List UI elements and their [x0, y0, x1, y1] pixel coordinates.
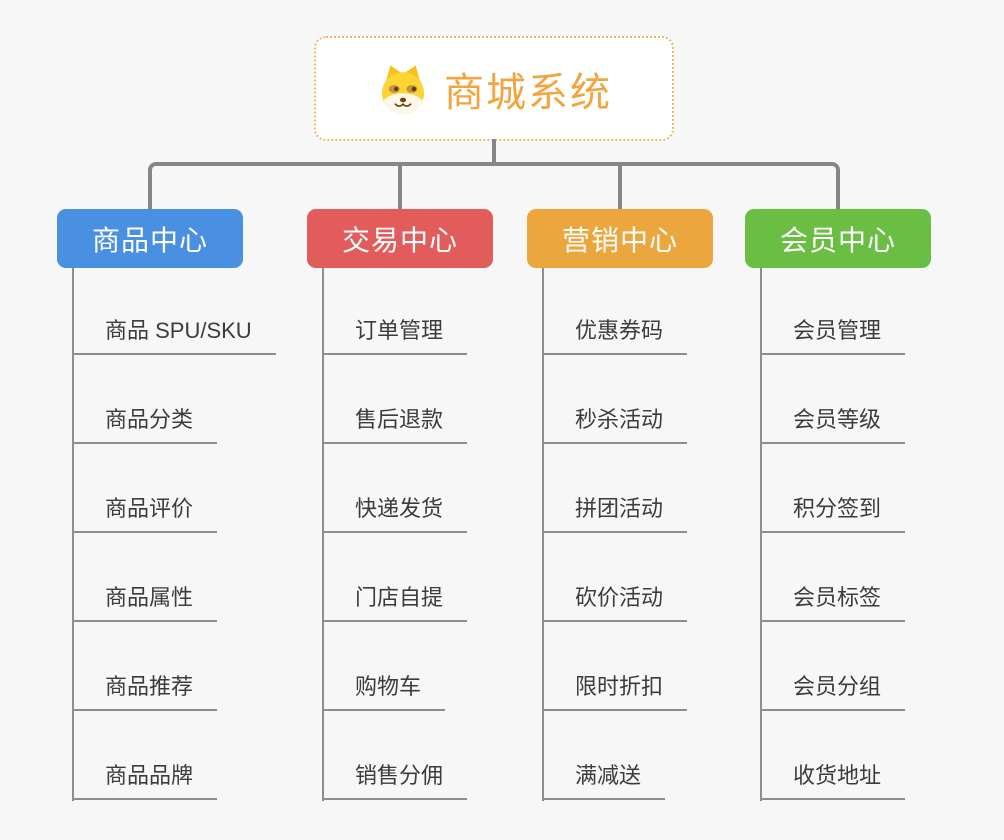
branch-node[interactable]: 商品中心	[57, 209, 243, 268]
branch-item-label: 商品分类	[73, 402, 218, 444]
branch-item-label: 满减送	[543, 758, 666, 800]
branch-item-label: 砍价活动	[543, 580, 688, 622]
branch-item[interactable]: 会员分组	[761, 622, 906, 711]
branch-items: 商品 SPU/SKU 商品分类商品评价商品属性商品推荐商品品牌	[73, 266, 276, 800]
branch-item[interactable]: 收货地址	[761, 711, 906, 800]
branch-item[interactable]: 拼团活动	[543, 444, 688, 533]
connector-horizontal	[160, 162, 828, 166]
branch-item-label: 商品属性	[73, 580, 218, 622]
branch-item[interactable]: 秒杀活动	[543, 355, 688, 444]
branch-items: 订单管理售后退款快递发货门店自提购物车销售分佣	[323, 266, 468, 800]
branch-item-label: 商品 SPU/SKU	[73, 313, 276, 355]
branch-item[interactable]: 优惠券码	[543, 266, 688, 355]
branch-item[interactable]: 商品 SPU/SKU	[73, 266, 276, 355]
connector-root-drop	[492, 139, 496, 166]
branch-item[interactable]: 购物车	[323, 622, 467, 711]
branch-label: 营销中心	[561, 224, 678, 256]
branch-item-label: 商品评价	[73, 491, 218, 533]
branch-item[interactable]: 售后退款	[323, 355, 468, 444]
branch-trunk-line	[322, 268, 324, 801]
branch-item[interactable]: 会员标签	[761, 533, 906, 622]
branch-item-label: 门店自提	[323, 580, 468, 622]
branch-item[interactable]: 商品品牌	[73, 711, 276, 800]
branch-items: 优惠券码秒杀活动拼团活动砍价活动限时折扣满减送	[543, 266, 688, 800]
branch-item-label: 优惠券码	[543, 313, 688, 355]
connector-elbow-right	[816, 162, 840, 210]
branch-item[interactable]: 积分签到	[761, 444, 906, 533]
branch-item-label: 积分签到	[761, 491, 906, 533]
branch-item-label: 商品推荐	[73, 669, 218, 711]
branch-item-label: 会员管理	[761, 313, 906, 355]
branch-item-label: 会员分组	[761, 669, 906, 711]
branch-item-label: 购物车	[323, 669, 446, 711]
connector-elbow-left	[148, 162, 172, 210]
branch-item[interactable]: 快递发货	[323, 444, 468, 533]
branch-item-label: 快递发货	[323, 491, 468, 533]
branch-item-label: 拼团活动	[543, 491, 688, 533]
doge-icon	[376, 62, 430, 116]
branch-label: 会员中心	[779, 224, 896, 256]
branch-item[interactable]: 会员管理	[761, 266, 906, 355]
branch-item-label: 秒杀活动	[543, 402, 688, 444]
branch-item[interactable]: 门店自提	[323, 533, 468, 622]
branch-item[interactable]: 限时折扣	[543, 622, 688, 711]
branch-item-label: 会员等级	[761, 402, 906, 444]
branch-item-label: 销售分佣	[323, 758, 468, 800]
branch-item-label: 订单管理	[323, 313, 468, 355]
branch-node[interactable]: 交易中心	[307, 209, 493, 268]
branch-item[interactable]: 订单管理	[323, 266, 468, 355]
branch-node[interactable]: 营销中心	[527, 209, 713, 268]
branch-items: 会员管理会员等级积分签到会员标签会员分组收货地址	[761, 266, 906, 800]
branch-item[interactable]: 商品推荐	[73, 622, 276, 711]
branch-item-label: 售后退款	[323, 402, 468, 444]
branch-trunk-line	[542, 268, 544, 801]
root-title: 商城系统	[444, 70, 612, 115]
branch-item[interactable]: 销售分佣	[323, 711, 468, 800]
branch-item-label: 收货地址	[761, 758, 906, 800]
branch-item[interactable]: 会员等级	[761, 355, 906, 444]
branch-node[interactable]: 会员中心	[745, 209, 931, 268]
branch-trunk-line	[72, 268, 74, 801]
branch-item[interactable]: 砍价活动	[543, 533, 688, 622]
branch-item[interactable]: 满减送	[543, 711, 687, 800]
connector-drop-2	[398, 164, 402, 210]
branch-item[interactable]: 商品分类	[73, 355, 276, 444]
root-node[interactable]: 商城系统	[314, 36, 674, 141]
branch-item[interactable]: 商品评价	[73, 444, 276, 533]
connector-drop-3	[618, 164, 622, 210]
branch-item-label: 会员标签	[761, 580, 906, 622]
branch-item[interactable]: 商品属性	[73, 533, 276, 622]
branch-label: 商品中心	[91, 224, 208, 256]
branch-item-label: 限时折扣	[543, 669, 688, 711]
branch-trunk-line	[760, 268, 762, 801]
branch-item-label: 商品品牌	[73, 758, 218, 800]
branch-label: 交易中心	[341, 224, 458, 256]
